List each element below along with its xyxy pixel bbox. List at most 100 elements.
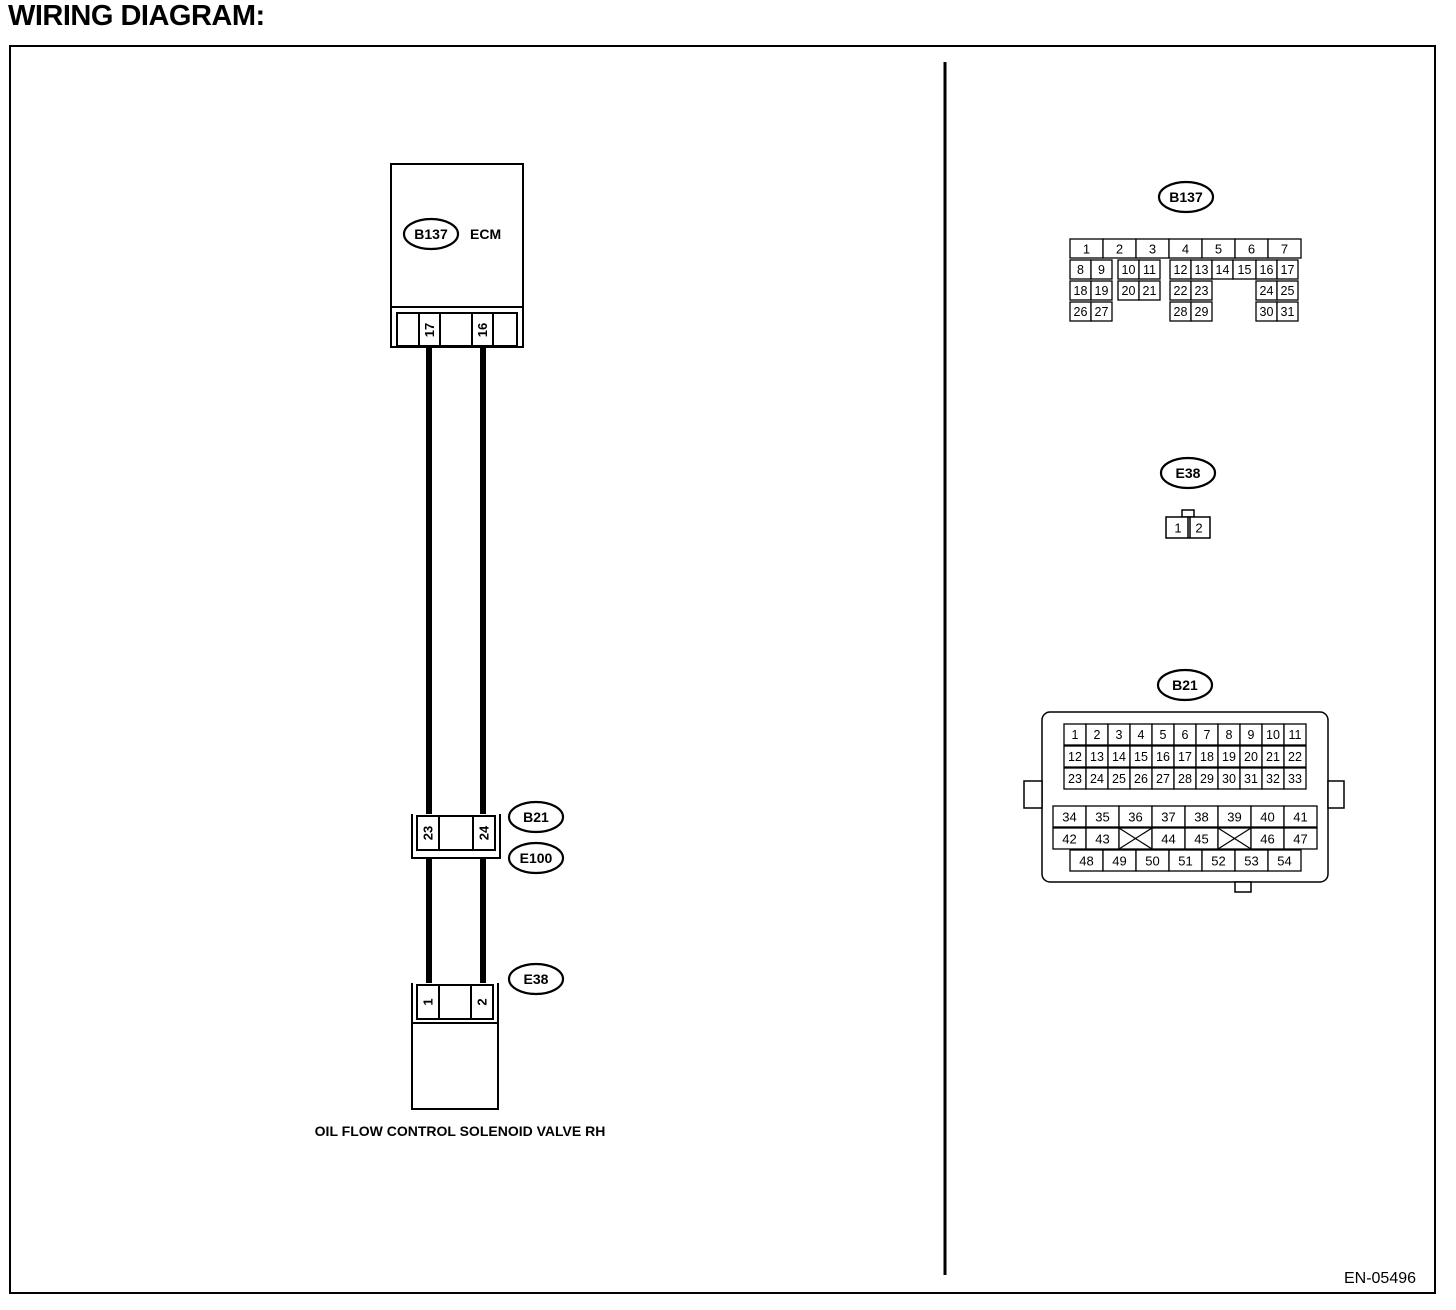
joint-pin-24: 24 xyxy=(477,825,492,840)
b137-pin: 30 xyxy=(1260,305,1274,319)
b21-pin: 25 xyxy=(1112,772,1126,786)
valve-pin-2: 2 xyxy=(475,998,490,1005)
b21-pin: 3 xyxy=(1116,728,1123,742)
solenoid-valve: 1 2 xyxy=(411,983,499,1110)
b21-pin: 8 xyxy=(1226,728,1233,742)
b21-pin: 42 xyxy=(1062,832,1076,847)
b21-pin: 19 xyxy=(1222,750,1236,764)
b21-pin: 22 xyxy=(1288,750,1302,764)
b21-pin: 6 xyxy=(1182,728,1189,742)
ecm-label: ECM xyxy=(470,226,501,242)
b137-pin: 21 xyxy=(1143,284,1157,298)
svg-text:B137: B137 xyxy=(1169,189,1203,205)
b137-pin: 9 xyxy=(1098,263,1105,277)
b21-pin: 31 xyxy=(1244,772,1258,786)
b21-pin: 23 xyxy=(1068,772,1082,786)
b21-pin: 20 xyxy=(1244,750,1258,764)
joint-connector: 23 24 xyxy=(411,814,501,859)
e38-face-pin-2: 2 xyxy=(1195,521,1202,536)
b21-pin: 44 xyxy=(1161,832,1175,847)
b21-view-badge: B21 xyxy=(1156,668,1214,702)
b137-pin: 19 xyxy=(1095,284,1109,298)
b137-pin: 24 xyxy=(1260,284,1274,298)
b21-pin: 27 xyxy=(1156,772,1170,786)
b21-pin: 52 xyxy=(1211,854,1225,869)
b21-pin: 36 xyxy=(1128,810,1142,825)
b21-pin: 24 xyxy=(1090,772,1104,786)
b137-pin: 22 xyxy=(1174,284,1188,298)
b21-pin: 38 xyxy=(1194,810,1208,825)
b21-pin: 54 xyxy=(1277,854,1291,869)
svg-text:B21: B21 xyxy=(523,809,549,825)
b21-pin: 53 xyxy=(1244,854,1258,869)
b21-pin: 46 xyxy=(1260,832,1274,847)
b21-pin: 35 xyxy=(1095,810,1109,825)
b21-pin: 1 xyxy=(1072,728,1079,742)
b137-view-badge: B137 xyxy=(1157,180,1215,214)
b21-pin: 13 xyxy=(1090,750,1104,764)
b21-pin: 45 xyxy=(1194,832,1208,847)
b21-pin: 34 xyxy=(1062,810,1076,825)
b137-pin: 28 xyxy=(1174,305,1188,319)
svg-text:E100: E100 xyxy=(520,850,553,866)
ecm-unit: 17 16 xyxy=(390,163,524,348)
b21-pin: 9 xyxy=(1248,728,1255,742)
b21-pin: 47 xyxy=(1293,832,1307,847)
b21-pin: 11 xyxy=(1289,728,1302,742)
b137-pin: 4 xyxy=(1182,242,1189,257)
page-heading: WIRING DIAGRAM: xyxy=(8,0,265,32)
b137-pin: 29 xyxy=(1195,305,1209,319)
b21-pin: 50 xyxy=(1145,854,1159,869)
diagram-frame xyxy=(9,45,1436,1294)
b21-pin: 32 xyxy=(1266,772,1280,786)
e38-view-badge: E38 xyxy=(1159,456,1217,490)
b137-pin: 25 xyxy=(1281,284,1295,298)
b137-pin: 18 xyxy=(1074,284,1088,298)
b21-pin: 41 xyxy=(1293,810,1307,825)
b137-pin: 31 xyxy=(1281,305,1295,319)
b21-pin: 15 xyxy=(1134,750,1148,764)
b21-pin: 2 xyxy=(1094,728,1101,742)
b21-pin: 5 xyxy=(1160,728,1167,742)
b21-pin: 39 xyxy=(1227,810,1241,825)
e100-connector-badge: E100 xyxy=(507,841,565,875)
b21-pin: 12 xyxy=(1068,750,1082,764)
svg-text:B21: B21 xyxy=(1172,677,1198,693)
b21-pin: 48 xyxy=(1079,854,1093,869)
b137-pin: 7 xyxy=(1281,242,1288,257)
b21-pin: 28 xyxy=(1178,772,1192,786)
b21-pin: 33 xyxy=(1288,772,1302,786)
b137-pin: 12 xyxy=(1174,263,1188,277)
b137-pin: 15 xyxy=(1238,263,1252,277)
b137-pin: 1 xyxy=(1083,242,1090,257)
b137-pin: 11 xyxy=(1143,263,1156,277)
b21-pin: 10 xyxy=(1266,728,1280,742)
b21-pin: 30 xyxy=(1222,772,1236,786)
b21-pin: 18 xyxy=(1200,750,1214,764)
b21-pin: 16 xyxy=(1156,750,1170,764)
b21-pin: 51 xyxy=(1178,854,1192,869)
b21-pin: 43 xyxy=(1095,832,1109,847)
b137-pin: 2 xyxy=(1116,242,1123,257)
b21-pin: 37 xyxy=(1161,810,1175,825)
b21-pin: 49 xyxy=(1112,854,1126,869)
b21-pin: 4 xyxy=(1138,728,1145,742)
b137-pin: 17 xyxy=(1281,263,1295,277)
svg-text:E38: E38 xyxy=(1176,465,1201,481)
b137-pin: 23 xyxy=(1195,284,1209,298)
b21-pin: 7 xyxy=(1204,728,1211,742)
ecm-pin-16: 16 xyxy=(475,323,490,337)
b21-pin: 26 xyxy=(1134,772,1148,786)
b137-pin: 8 xyxy=(1077,263,1084,277)
b21-pin: 29 xyxy=(1200,772,1214,786)
svg-text:B137: B137 xyxy=(414,226,448,242)
ecm-connector-badge: B137 xyxy=(402,217,460,251)
ecm-pin-17: 17 xyxy=(422,323,437,337)
b137-pin: 27 xyxy=(1095,305,1109,319)
document-code: EN-05496 xyxy=(1344,1270,1416,1287)
e38-connector-face: 1 2 xyxy=(1165,509,1211,539)
b137-pin: 14 xyxy=(1216,263,1230,277)
